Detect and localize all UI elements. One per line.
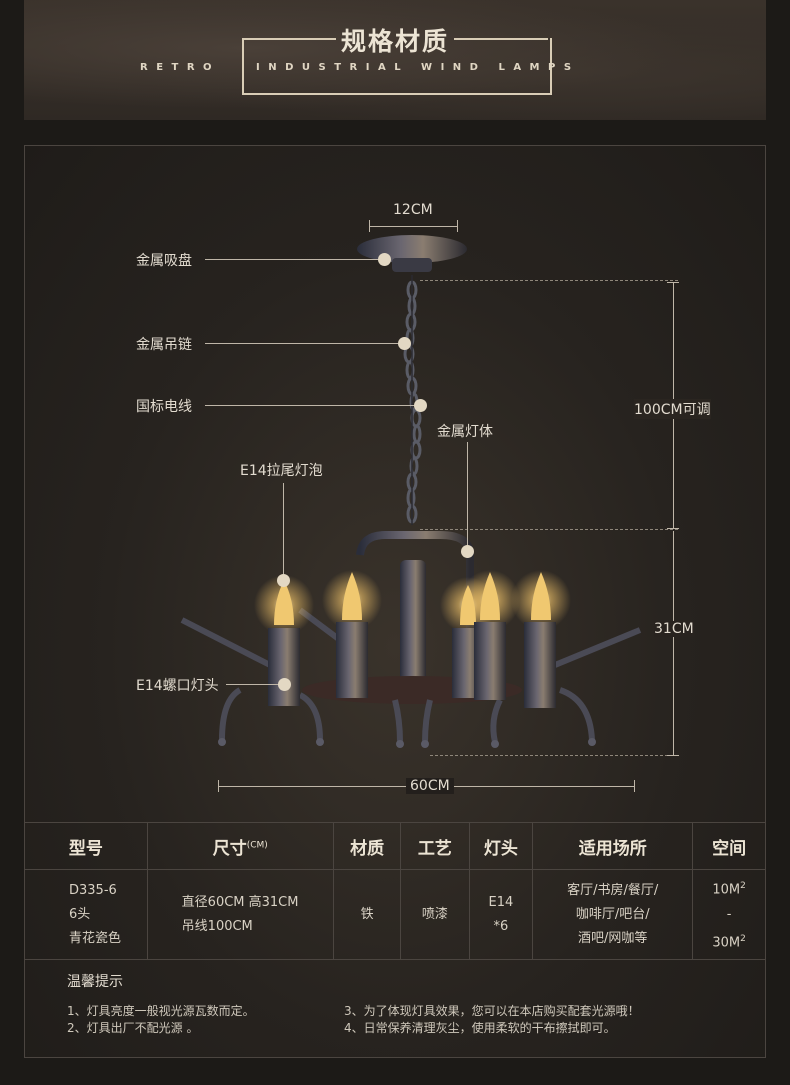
dot-chain [398,337,411,350]
header-space: 空间 [692,822,766,870]
header-places: 适用场所 [532,822,694,870]
leader-wire [205,405,415,406]
table-header-row: 型号 尺寸(CM) 材质 工艺 灯头 适用场所 空间 [24,822,766,870]
dim-chain-tick-bottom [667,528,679,529]
header-material: 材质 [332,822,402,870]
dim-width-tick-right [634,780,635,792]
dim-top-tick-right [457,220,458,232]
label-bulb: E14拉尾灯泡 [240,463,323,479]
dash-bottom [430,755,678,756]
spec-table: 型号 尺寸(CM) 材质 工艺 灯头 适用场所 空间 D335-6 6头 青花瓷… [24,822,766,960]
dim-chain-tick-top [667,282,679,283]
dot-bulb [277,574,290,587]
header-banner: 规格材质 RETRO INDUSTRIAL WIND LAMPS [24,0,766,120]
dash-mid [420,529,678,530]
header-socket: 灯头 [468,822,534,870]
dot-wire [414,399,427,412]
notes-title: 温馨提示 [67,974,123,990]
cell-process: 喷漆 [400,869,470,960]
note-4: 4、日常保养清理灰尘，使用柔软的干布擦拭即可。 [344,1021,616,1035]
title-frame-top-right [454,38,548,40]
label-chain: 金属吊链 [136,337,192,353]
title-frame-top-left [242,38,336,40]
label-socket: E14螺口灯头 [136,678,219,694]
leader-body [467,442,468,546]
dim-height-tick-bottom [667,755,679,756]
leader-chain [205,343,399,344]
dim-chain-label: 100CM可调 [634,399,711,419]
dim-height-label: 31CM [654,621,694,637]
table-row: D335-6 6头 青花瓷色 直径60CM 高31CM 吊线100CM 铁 喷漆… [24,869,766,960]
header-model: 型号 [24,822,148,870]
lamp-body [180,531,642,748]
dim-height-line [673,531,674,755]
title-frame [242,38,552,95]
label-body: 金属灯体 [437,424,493,440]
dim-width-label: 60CM [406,778,454,794]
page-title: 规格材质 [340,27,449,56]
label-canopy: 金属吸盘 [136,253,192,269]
chain [403,280,422,524]
canopy [357,235,467,272]
cell-model: D335-6 6头 青花瓷色 [24,869,148,960]
note-1: 1、灯具亮度一般视光源瓦数而定。 [67,1004,255,1018]
leader-canopy [205,259,381,260]
dim-top-label: 12CM [393,202,433,218]
leader-bulb [283,483,284,575]
subtitle-right: INDUSTRIAL WIND LAMPS [256,62,580,73]
dot-body [461,545,474,558]
note-3: 3、为了体现灯具效果，您可以在本店购买配套光源哦！ [344,1004,640,1018]
dot-canopy [378,253,391,266]
header-size: 尺寸(CM) [146,822,334,870]
bulbs [254,570,571,708]
subtitle-left: RETRO [140,62,221,73]
leader-socket [226,684,280,685]
cell-space: 10M2 - 30M2 [692,869,766,960]
cell-places: 客厅/书房/餐厅/ 咖啡厅/吧台/ 酒吧/网咖等 [532,869,694,960]
note-2: 2、灯具出厂不配光源 。 [67,1021,199,1035]
label-wire: 国标电线 [136,399,192,415]
dim-top-line [369,226,457,227]
dot-socket [278,678,291,691]
dim-width-tick-left [218,780,219,792]
cell-size: 直径60CM 高31CM 吊线100CM [146,869,334,960]
header-process: 工艺 [400,822,470,870]
cell-socket: E14 *6 [468,869,534,960]
dash-top [420,280,678,281]
cell-material: 铁 [332,869,402,960]
